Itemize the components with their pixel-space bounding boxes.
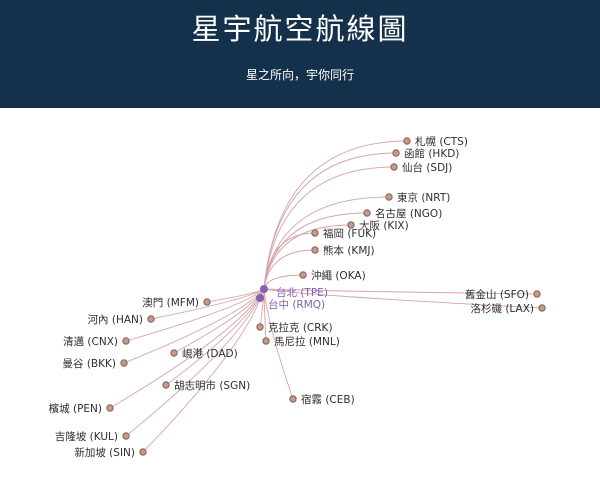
city-label-oka: 沖繩 (OKA) [311,269,366,282]
city-label-sdj: 仙台 (SDJ) [402,161,452,174]
city-label-crk: 克拉克 (CRK) [268,321,333,334]
hub-marker-tpe[interactable] [260,285,268,293]
route-line-kmj [263,249,316,290]
hub-label-rmq: 台中 (RMQ) [268,298,325,311]
city-marker-crk[interactable] [256,323,264,331]
city-label-kix: 大阪 (KIX) [359,219,409,232]
city-label-han: 河內 (HAN) [88,314,143,326]
city-label-kul: 吉隆坡 (KUL) [55,430,118,443]
city-marker-sdj[interactable] [390,163,398,171]
route-line-kul [125,288,265,437]
city-label-ceb: 宿霧 (CEB) [301,393,355,406]
city-marker-bkk[interactable] [120,359,128,367]
city-label-dad: 峴港 (DAD) [182,348,238,360]
city-marker-dad[interactable] [170,349,178,357]
city-label-kmj: 熊本 (KMJ) [323,244,375,257]
city-marker-kul[interactable] [122,432,130,440]
city-label-bkk: 曼谷 (BKK) [62,358,116,370]
route-line-dad [173,288,265,354]
city-marker-cts[interactable] [403,137,411,145]
city-marker-sin[interactable] [139,448,147,456]
city-marker-fuk[interactable] [311,229,319,237]
city-marker-oka[interactable] [299,271,307,279]
city-label-mnl: 馬尼拉 (MNL) [274,335,340,348]
page-title: 星宇航空航線圖 [191,12,409,46]
city-marker-lax[interactable] [538,304,546,312]
page-header: 星宇航空航線圖 星之所向，宇你同行 [0,0,600,108]
city-marker-mnl[interactable] [262,337,270,345]
city-marker-kmj[interactable] [311,246,319,254]
page-slogan: 星之所向，宇你同行 [245,68,354,82]
city-marker-cnx[interactable] [122,337,130,345]
route-map: 札幌 (CTS)函館 (HKD)仙台 (SDJ) 東京 (NRT) 名古屋 (NGO… [0,108,600,475]
city-label-cnx: 清邁 (CNX) [63,335,118,348]
city-label-cts: 札幌 (CTS) [415,135,468,148]
route-line-lax [263,288,543,309]
city-marker-han[interactable] [147,315,155,323]
route-line-fuk [263,232,316,290]
city-label-pen: 檳城 (PEN) [49,402,102,415]
city-label-ngo: 名古屋 (NGO) [375,207,442,220]
city-marker-ceb[interactable] [289,395,297,403]
city-label-fuk: 福岡 (FUK) [323,227,376,240]
route-line-hkd [263,152,397,290]
city-marker-sgn[interactable] [162,381,170,389]
route-line-sin [142,288,265,453]
route-line-sdj [263,166,395,290]
city-label-sin: 新加坡 (SIN) [74,446,135,459]
hub-marker-rmq[interactable] [256,294,264,302]
city-marker-ngo[interactable] [363,209,371,217]
city-label-sfo: 舊金山 (SFO) [465,288,529,301]
city-label-nrt: 東京 (NRT) [397,191,450,204]
city-label-mfm: 澳門 (MFM) [142,296,199,309]
city-marker-hkd[interactable] [392,149,400,157]
city-marker-nrt[interactable] [385,193,393,201]
city-label-sgn: 胡志明市 (SGN) [174,379,250,392]
hub-label-tpe: 台北 (TPE) [276,286,328,299]
city-label-hkd: 函館 (HKD) [404,147,459,160]
route-line-ceb [263,288,294,400]
city-marker-pen[interactable] [106,404,114,412]
route-line-mfm [206,288,265,303]
route-map-canvas: 札幌 (CTS)函館 (HKD)仙台 (SDJ) 東京 (NRT) 名古屋 (NGO… [49,135,546,459]
route-line-sfo [263,288,538,295]
city-marker-mfm[interactable] [203,298,211,306]
route-line-cnx [125,288,265,342]
city-marker-sfo[interactable] [533,290,541,298]
city-marker-kix[interactable] [347,221,355,229]
route-line-han [150,288,265,320]
city-label-lax: 洛杉磯 (LAX) [471,302,535,315]
city-markers: 札幌 (CTS)函館 (HKD)仙台 (SDJ) 東京 (NRT) 名古屋 (NGO… [49,135,546,459]
